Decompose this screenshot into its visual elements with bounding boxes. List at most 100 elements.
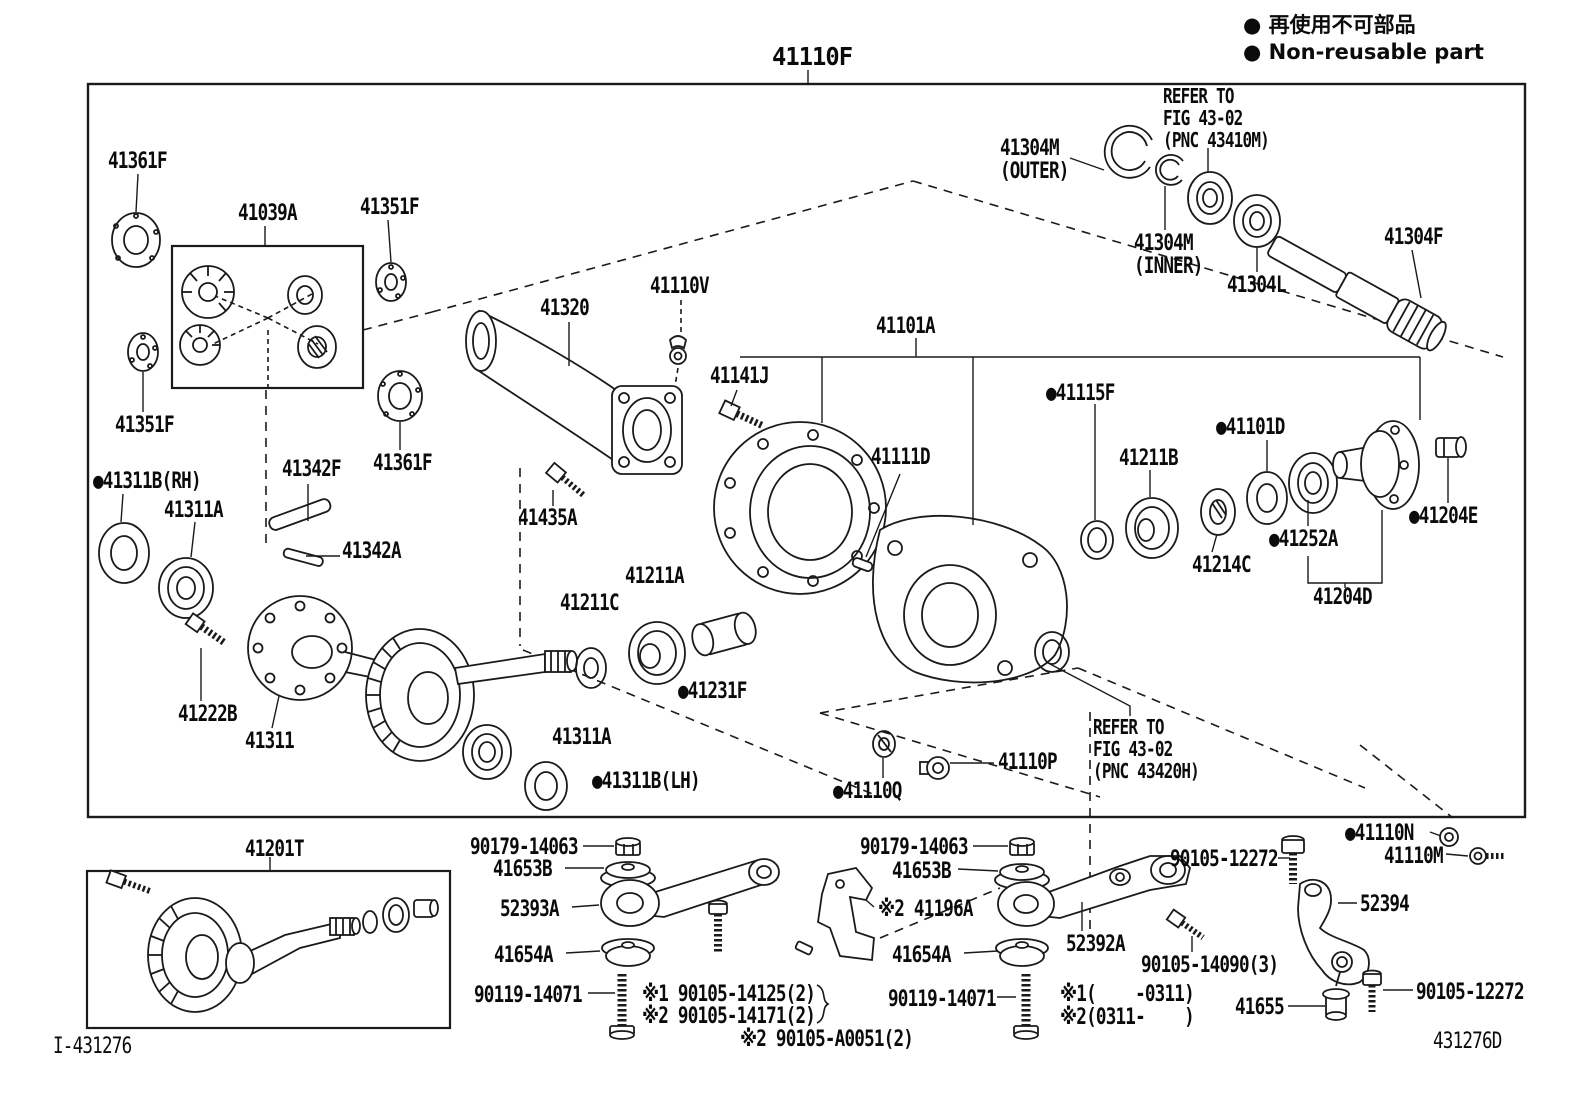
label-41361f-top: 41361F [108,149,168,174]
carrier-housing-41101a [872,515,1068,684]
washer-41351f-right [375,262,407,302]
note-refer-fig43-02-pnc43420h: REFER TO FIG 43-02 (PNC 43420H) [1093,715,1200,783]
plug-41204e [1435,436,1467,458]
label-41654a-left: 41654A [494,943,554,968]
label-41655: 41655 [1235,995,1285,1020]
cushion-41654a-left [601,938,655,967]
washer-41351f-left [127,332,159,372]
label-41304l: 41304L [1227,273,1287,298]
label-41320: 41320 [540,296,590,321]
label-41111d: 41111D [871,445,931,470]
legend-en: ● Non-reusable part [1243,40,1484,64]
washer-41361f-mid [377,370,423,422]
label-41351f-left: 41351F [115,413,175,438]
bolt-90105-12272-upper [1281,835,1305,884]
carrier-rear-cover [713,421,887,595]
bearing-41101d [1246,471,1288,525]
label-90105-14090: 90105-14090(3) [1141,953,1279,978]
bolt-41110m [1469,847,1504,865]
arm-52392a [997,855,1191,927]
label-90119-14071-left: 90119-14071 [474,983,583,1008]
label-41214c: 41214C [1192,553,1252,578]
label-90105-12272-lower: 90105-12272 [1416,980,1525,1005]
label-41196a: ※2 41196A [878,897,973,922]
label-41204d: 41204D [1313,585,1373,610]
pin-41342a [282,547,324,567]
spacer-41231f [691,611,757,657]
label-41311a-left: 41311A [164,498,224,523]
figure-code: I-431276 [53,1034,132,1059]
label-41141j: 41141J [710,364,770,389]
label-41342f: 41342F [282,457,342,482]
note-appl-0311-1: ※1( -0311) [1060,982,1195,1007]
label-41039a: 41039A [238,201,298,226]
note-refer-fig43-02-pnc43410m: REFER TO FIG 43-02 (PNC 43410M) [1163,84,1270,152]
label-41304f: 41304F [1384,225,1444,250]
label-41311a-lower: 41311A [552,725,612,750]
washer-41110q [872,730,896,758]
label-52393a: 52393A [500,897,560,922]
label-41653b-right: 41653B [892,859,952,884]
brace-note [816,984,830,1024]
ring-gear-41311 [365,628,578,762]
shaft-41304f [1267,235,1447,352]
label-41342a: 41342A [342,539,402,564]
sub-box-41201t [85,869,452,1030]
bearing-41311a-lower [462,724,512,780]
label-90119-14071-right: 90119-14071 [888,987,997,1012]
legend-jp: ● 再使用不可部品 [1243,13,1416,37]
note-90105-a0051: ※2 90105-A0051(2) [740,1027,914,1052]
seal-41252a [1288,452,1338,514]
hub-flange-41204d [1332,420,1420,510]
washer-41211c [575,647,607,689]
cushion-41654a-right [995,938,1049,967]
label-41110m: 41110M [1384,844,1444,869]
bolt-90105-12272-lower [1362,969,1382,1012]
washer-41214c [1200,488,1236,536]
label-90179-14063-left: 90179-14063 [470,835,579,860]
note-appl-0311-2: ※2(0311- ) [1060,1005,1195,1030]
knuckle-52394 [1297,878,1370,987]
breather-plug-41110v [669,335,687,365]
bolt-90105-14125 [708,899,728,952]
label-41110f-title: 41110F [772,42,853,71]
label-41222b: 41222B [178,702,238,727]
drawing-code: 431276D [1433,1029,1502,1054]
bolt-41222b [184,612,227,646]
washer-41361f-top [111,212,161,268]
diff-case-41311 [247,595,382,701]
label-41201t: 41201T [245,837,305,862]
bolt-41435a [544,461,586,498]
label-52394: 52394 [1360,892,1410,917]
label-41361f-mid: 41361F [373,451,433,476]
label-41110n: ●41110N [1345,821,1414,846]
label-41211a: 41211A [625,564,685,589]
final-gear-kit-41201t [105,869,439,1013]
snap-ring-41304m-inner [1155,154,1184,186]
bearing-41211b [1125,497,1179,559]
label-41304m-inner: 41304M (INNER) [1134,231,1203,280]
arm-52393a [600,858,780,927]
bushing-41655 [1322,988,1350,1021]
seal-41115f [1080,520,1114,560]
label-41311: 41311 [245,729,295,754]
seal-41311b-lh [524,761,568,811]
label-41654a-right: 41654A [892,943,952,968]
bracket-41196a [794,867,875,962]
snap-ring-41304m-outer [1103,124,1153,179]
label-41101a: 41101A [876,314,936,339]
label-41435a: 41435A [518,506,578,531]
label-41101d: ●41101D [1216,415,1285,440]
bolt-90119-14071-left [609,974,635,1040]
label-41115f: ●41115F [1046,381,1115,406]
note-90105-14125: ※1 90105-14125(2) [642,982,816,1007]
bolt-90119-14071-right [1013,974,1039,1040]
pinion-housing-41320 [465,309,683,475]
label-41304m-outer: 41304M (OUTER) [1000,136,1069,185]
label-52392a: 52392A [1066,932,1126,957]
seal-41311b-rh [98,522,150,584]
label-41211b: 41211B [1119,446,1179,471]
pin-41342f [268,498,332,531]
